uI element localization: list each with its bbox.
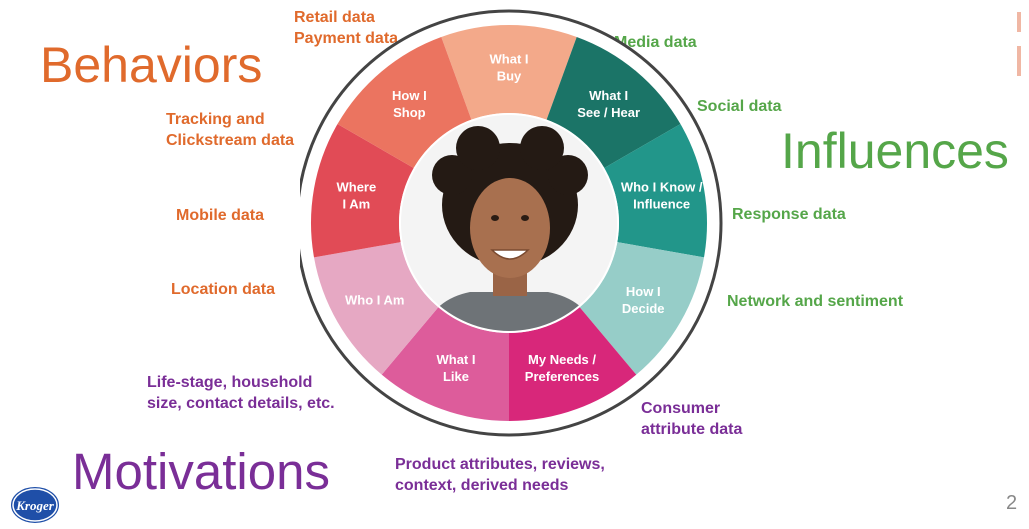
- retail-data-label: Retail data: [294, 9, 375, 26]
- clickstream-data-label: Clickstream data: [166, 132, 295, 149]
- media-data-label: Media data: [614, 34, 697, 51]
- tracking-label: Tracking and: [166, 111, 265, 128]
- location-data-label: Location data: [171, 281, 276, 298]
- person-portrait: [401, 115, 617, 331]
- segment-label: Who I Am: [345, 293, 404, 308]
- segment-label: How I: [626, 284, 661, 299]
- segment-label: Shop: [393, 105, 426, 120]
- wheel-segment: [311, 124, 414, 258]
- derived-needs-label: context, derived needs: [395, 477, 569, 494]
- segment-label: Preferences: [525, 369, 599, 384]
- segment-label: What I: [436, 352, 475, 367]
- mobile-data-label: Mobile data: [176, 207, 265, 224]
- social-data-label: Social data: [697, 98, 782, 115]
- wheel-segment: [604, 124, 708, 258]
- wheel-segment: [337, 36, 472, 169]
- segment-label: My Needs /: [528, 352, 596, 367]
- segment-label: What I: [490, 52, 529, 67]
- wheel-segment: [314, 242, 439, 375]
- segment-label: Influence: [633, 197, 690, 212]
- wheel-segment: [579, 242, 704, 375]
- consumer-label: Consumer: [641, 400, 721, 417]
- lifestage-label: Life-stage, household: [147, 374, 313, 391]
- segment-label: See / Hear: [577, 105, 640, 120]
- behaviors-heading: Behaviors: [40, 37, 263, 93]
- page-number: 2: [1006, 492, 1018, 514]
- product-attributes-label: Product attributes, reviews,: [395, 456, 605, 473]
- wheel-segment: [546, 36, 681, 169]
- edge-decoration: [1017, 12, 1021, 32]
- segment-label: Like: [443, 369, 469, 384]
- segment-label: I Am: [343, 197, 371, 212]
- segment-label: Buy: [497, 69, 522, 84]
- payment-data-label: Payment data: [294, 30, 399, 47]
- influences-heading: Influences: [781, 123, 1009, 179]
- response-data-label: Response data: [732, 206, 846, 223]
- household-details-label: size, contact details, etc.: [147, 395, 335, 412]
- edge-decoration: [1017, 46, 1021, 76]
- network-sentiment-label: Network and sentiment: [727, 293, 904, 310]
- segment-label: Who I Know /: [621, 180, 703, 195]
- segment-label: What I: [589, 88, 628, 103]
- wheel-segment: [509, 307, 637, 421]
- attribute-data-label: attribute data: [641, 421, 743, 438]
- segment-label: Decide: [622, 301, 665, 316]
- segment-label: Where: [336, 180, 376, 195]
- segment-label: How I: [392, 88, 427, 103]
- kroger-logo: Kroger: [9, 485, 61, 525]
- motivations-heading: Motivations: [72, 443, 330, 500]
- wheel-segment: [441, 25, 577, 120]
- svg-text:Kroger: Kroger: [15, 498, 55, 513]
- wheel-segment: [381, 307, 509, 421]
